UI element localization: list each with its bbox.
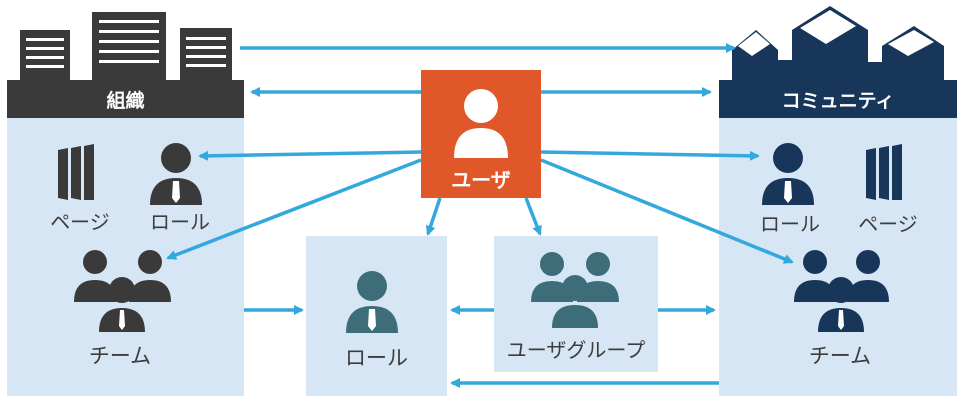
organization-header: 組織: [7, 80, 244, 118]
right-role-label: ロール: [760, 212, 820, 236]
left-team-label: チーム: [88, 344, 152, 368]
usergroup-label: ユーザグループ: [506, 338, 646, 362]
left-role-label: ロール: [150, 210, 210, 234]
user-label: ユーザ: [451, 168, 511, 192]
right-pages-label: ページ: [858, 212, 918, 236]
center-role-panel: [306, 236, 447, 396]
left-pages-label: ページ: [50, 210, 110, 234]
organization-title: 組織: [106, 89, 145, 112]
user-box: ユーザ: [421, 70, 541, 198]
center-role-label: ロール: [345, 346, 408, 370]
right-team-label: チーム: [808, 344, 872, 368]
community-header: コミュニティ: [719, 80, 957, 118]
community-title: コミュニティ: [781, 89, 895, 112]
user-icon: [454, 89, 508, 158]
